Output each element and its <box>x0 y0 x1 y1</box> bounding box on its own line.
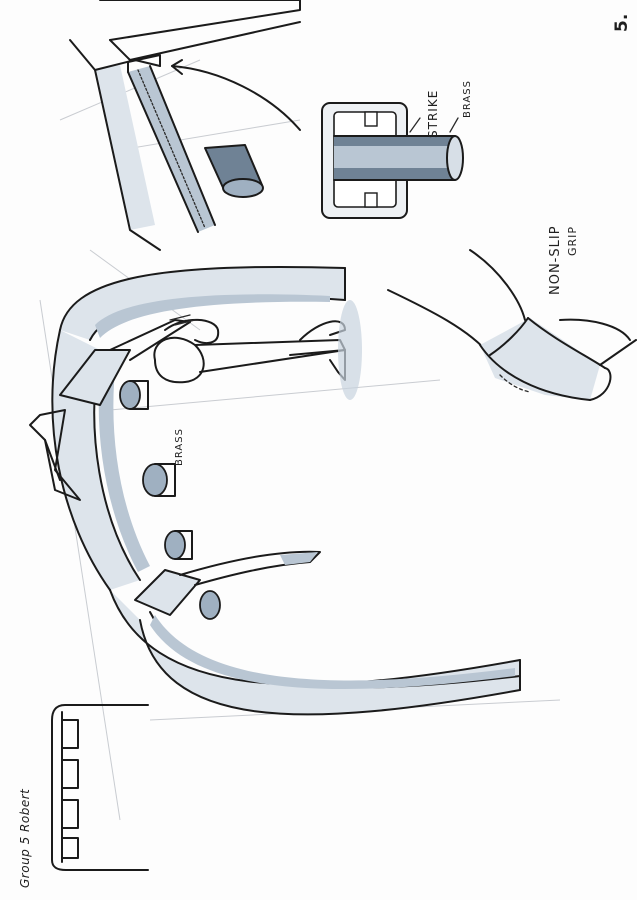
label-brass-mid: BRASS <box>174 428 185 466</box>
label-grip: GRIP <box>566 225 579 256</box>
detail-closeup-bar-end <box>69 0 301 251</box>
label-non-slip: NON-SLIP <box>548 225 563 295</box>
label-strike: STRIKE <box>426 89 440 138</box>
label-brass-top: BRASS <box>462 80 473 118</box>
main-frame <box>29 265 521 716</box>
page-number: 5. <box>612 13 632 32</box>
author-signature: Group 5 Robert <box>18 788 32 888</box>
strike-detail <box>321 102 464 219</box>
grip-detail <box>387 249 637 401</box>
side-profile-sketch <box>51 704 149 871</box>
